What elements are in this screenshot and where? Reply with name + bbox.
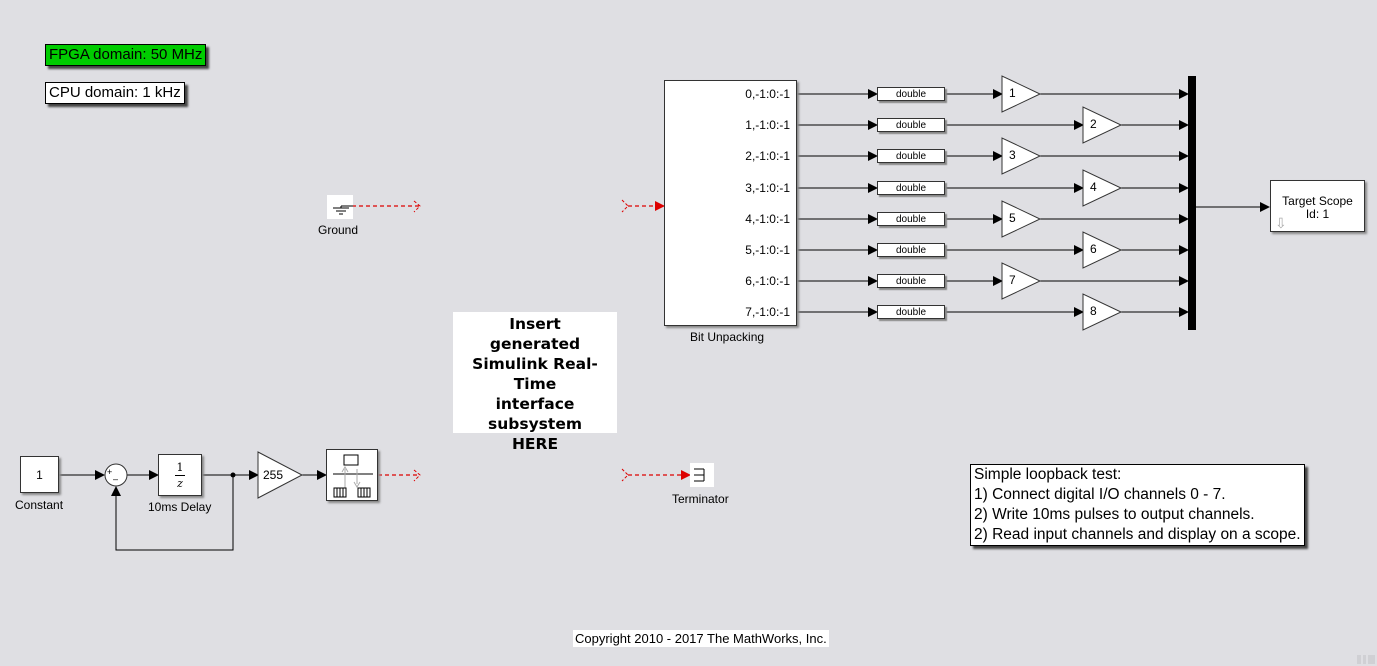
delay-denominator: z xyxy=(177,477,183,490)
constant-label: Constant xyxy=(15,498,64,512)
placeholder-line: Simulink Real-Time xyxy=(472,355,598,393)
note-line: 2) Read input channels and display on a … xyxy=(974,526,1301,543)
fpga-domain-annotation[interactable]: FPGA domain: 50 MHz xyxy=(45,44,207,66)
io-interface-icon xyxy=(333,454,373,498)
data-type-conversion-block[interactable]: double xyxy=(877,305,945,319)
bit-unpacking-label: Bit Unpacking xyxy=(690,330,765,344)
gain-block[interactable] xyxy=(1001,137,1042,175)
target-scope-title: Target Scope xyxy=(1282,194,1353,208)
ground-label: Ground xyxy=(318,223,359,237)
bit-port-label: 1,-1:0:-1 xyxy=(745,118,790,132)
interface-block[interactable] xyxy=(326,449,378,501)
placeholder-line: Insert xyxy=(509,315,561,333)
target-scope-id: Id: 1 xyxy=(1305,207,1330,221)
bit-port-label: 4,-1:0:-1 xyxy=(745,212,790,226)
sum-minus-sign: – xyxy=(113,474,119,484)
delay-numerator: 1 xyxy=(176,461,184,474)
terminator-block[interactable] xyxy=(690,463,714,487)
placeholder-line: subsystem xyxy=(488,415,582,433)
gain-value: 5 xyxy=(1009,211,1016,225)
bit-port-label: 0,-1:0:-1 xyxy=(745,87,790,101)
data-type-conversion-block[interactable]: double xyxy=(877,87,945,101)
channel-lines[interactable] xyxy=(797,75,1189,331)
down-arrow-icon: ⇩ xyxy=(1275,215,1287,231)
delay-label: 10ms Delay xyxy=(148,500,212,514)
constant-value: 1 xyxy=(36,468,43,482)
delay-block[interactable]: 1 z xyxy=(158,454,202,496)
copyright-annotation[interactable]: Copyright 2010 - 2017 The MathWorks, Inc… xyxy=(573,630,829,647)
note-line: Simple loopback test: xyxy=(974,466,1122,483)
gain-255-block[interactable] xyxy=(257,451,304,499)
ground-icon xyxy=(333,205,353,215)
ground-block[interactable] xyxy=(327,195,353,219)
note-line: 1) Connect digital I/O channels 0 - 7. xyxy=(974,486,1226,503)
bitunpack-unconnected-line[interactable] xyxy=(621,199,665,213)
placeholder-line: generated xyxy=(489,335,581,353)
interface-unconnected-line[interactable] xyxy=(378,469,421,482)
bit-port-label: 6,-1:0:-1 xyxy=(745,274,790,288)
data-type-conversion-block[interactable]: double xyxy=(877,243,945,257)
placeholder-line: interface xyxy=(495,395,575,413)
gain-value: 2 xyxy=(1090,117,1097,131)
bit-unpacking-block[interactable]: 0,-1:0:-1 1,-1:0:-1 2,-1:0:-1 3,-1:0:-1 4,-1… xyxy=(664,80,797,326)
data-type-conversion-block[interactable]: double xyxy=(877,212,945,226)
note-line: 2) Write 10ms pulses to output channels. xyxy=(974,506,1255,523)
data-type-conversion-block[interactable]: double xyxy=(877,181,945,195)
gain-value: 6 xyxy=(1090,242,1097,256)
gain-block[interactable] xyxy=(1001,75,1042,113)
loopback-test-note[interactable]: Simple loopback test: 1) Connect digital … xyxy=(970,464,1305,546)
gain-block[interactable] xyxy=(1082,293,1123,331)
terminator-label: Terminator xyxy=(672,492,729,506)
sum-block[interactable] xyxy=(104,463,128,487)
gain-value: 7 xyxy=(1009,273,1016,287)
gain-value: 4 xyxy=(1090,180,1097,194)
feedback-line[interactable] xyxy=(111,475,234,551)
placeholder-line: HERE xyxy=(511,435,559,453)
sum-plus-sign: + xyxy=(107,467,113,477)
gain-block[interactable] xyxy=(1082,169,1123,207)
gain-value: 3 xyxy=(1009,148,1016,162)
gain-block[interactable] xyxy=(1001,200,1042,238)
gain-255-value: 255 xyxy=(263,468,284,482)
terminator-unconnected-line[interactable] xyxy=(621,468,691,482)
gain-block[interactable] xyxy=(1001,262,1042,300)
bit-port-label: 2,-1:0:-1 xyxy=(745,149,790,163)
cpu-domain-annotation[interactable]: CPU domain: 1 kHz xyxy=(45,82,185,104)
gain-value: 8 xyxy=(1090,304,1097,318)
mux-block[interactable] xyxy=(1188,76,1196,330)
constant-block[interactable]: 1 xyxy=(20,456,59,493)
gain-block[interactable] xyxy=(1082,106,1123,144)
bit-port-label: 7,-1:0:-1 xyxy=(745,305,790,319)
bit-port-label: 3,-1:0:-1 xyxy=(745,181,790,195)
data-type-conversion-block[interactable]: double xyxy=(877,274,945,288)
terminator-icon xyxy=(694,468,705,482)
data-type-conversion-block[interactable]: double xyxy=(877,149,945,163)
resize-grip-icon[interactable] xyxy=(1357,655,1375,664)
gain-block[interactable] xyxy=(1082,231,1123,269)
target-scope-block[interactable]: Target Scope Id: 1 ⇩ xyxy=(1270,180,1365,232)
data-type-conversion-block[interactable]: double xyxy=(877,118,945,132)
ground-unconnected-line[interactable] xyxy=(352,200,421,213)
gain-value: 1 xyxy=(1009,86,1016,100)
bit-port-label: 5,-1:0:-1 xyxy=(745,243,790,257)
